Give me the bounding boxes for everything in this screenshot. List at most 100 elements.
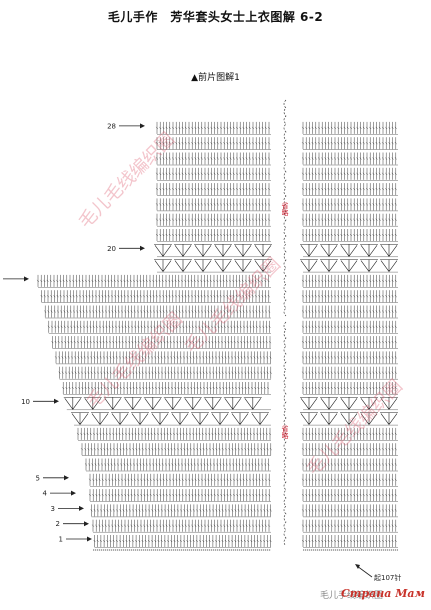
dc-crossbar (385, 356, 388, 359)
dc-crossbar (388, 539, 391, 543)
dc-crossbar (102, 432, 105, 436)
dc-crossbar (190, 386, 193, 390)
dc-crossbar (365, 386, 369, 390)
dc-crossbar (340, 539, 343, 543)
dc-crossbar (264, 142, 267, 145)
dc-crossbar (112, 448, 116, 451)
dc-crossbar (132, 509, 135, 512)
dc-crossbar (391, 463, 394, 466)
dc-crossbar (162, 157, 165, 160)
dc-crossbar (203, 142, 207, 145)
dc-crossbar (253, 448, 256, 451)
dc-crossbar (232, 157, 235, 160)
dc-crossbar (365, 233, 369, 237)
dc-crossbar (171, 126, 175, 130)
dc-crossbar (346, 172, 349, 175)
dc-crossbar (207, 478, 210, 481)
dc-crossbar (359, 448, 362, 451)
fan-stitch (360, 412, 378, 425)
dc-crossbar (258, 233, 261, 237)
dc-crossbar (362, 295, 365, 298)
dc-crossbar (175, 157, 178, 160)
dc-crossbar (219, 279, 222, 283)
dc-crossbar (204, 432, 208, 436)
dc-crossbar (314, 356, 317, 359)
dc-crossbar (308, 539, 311, 543)
dc-crossbar (187, 203, 191, 206)
dc-crossbar (337, 509, 340, 512)
dc-crossbar (99, 340, 102, 344)
dc-crossbar (184, 142, 187, 145)
dc-crossbar (314, 203, 317, 206)
dc-crossbar (56, 279, 59, 283)
dc-crossbar (261, 142, 264, 145)
dc-crossbar (186, 371, 189, 374)
dc-crossbar (305, 295, 308, 298)
dc-crossbar (327, 142, 330, 145)
dc-crossbar (359, 310, 362, 313)
dc-crossbar (124, 325, 127, 328)
dc-crossbar (264, 478, 268, 481)
dc-crossbar (231, 448, 234, 451)
dc-crossbar (218, 356, 221, 359)
dc-crossbar (240, 340, 243, 344)
dc-crossbar (196, 448, 199, 451)
dc-crossbar (356, 126, 359, 130)
dc-crossbar (168, 187, 171, 191)
fan-stitch (184, 397, 202, 410)
dc-crossbar (365, 539, 369, 543)
dc-crossbar (305, 325, 308, 328)
row-marker-arrowhead (64, 475, 69, 481)
dc-crossbar (100, 279, 104, 283)
dc-crossbar (196, 463, 200, 466)
dc-crossbar (215, 371, 218, 374)
dc-crossbar (267, 126, 271, 130)
dc-crossbar (249, 340, 252, 344)
dc-crossbar (175, 310, 178, 313)
dc-crossbar (362, 172, 365, 175)
fan-stitch (340, 397, 358, 410)
dc-crossbar (340, 295, 343, 298)
dc-crossbar (324, 310, 327, 313)
dc-crossbar (391, 295, 394, 298)
dc-crossbar (261, 493, 264, 497)
dc-crossbar (67, 356, 70, 359)
dc-crossbar (311, 310, 314, 313)
dc-crossbar (394, 172, 397, 175)
dc-crossbar (98, 478, 101, 481)
dc-crossbar (394, 203, 397, 206)
dc-crossbar (267, 142, 271, 145)
dc-crossbar (349, 340, 353, 344)
dc-crossbar (88, 279, 91, 283)
dc-crossbar (168, 463, 171, 466)
dc-crossbar (114, 493, 117, 497)
dc-crossbar (40, 295, 43, 298)
dc-crossbar (356, 325, 359, 328)
dc-crossbar (232, 142, 235, 145)
dc-crossbar (141, 539, 144, 543)
dc-crossbar (369, 233, 372, 237)
dc-crossbar (369, 509, 372, 512)
dc-crossbar (388, 295, 391, 298)
dc-crossbar (359, 142, 362, 145)
dc-crossbar (75, 279, 78, 283)
dc-crossbar (111, 524, 114, 527)
dc-crossbar (301, 539, 305, 543)
dc-crossbar (56, 295, 59, 298)
dc-crossbar (337, 371, 340, 374)
dc-crossbar (214, 432, 217, 436)
dc-crossbar (381, 187, 385, 191)
dc-crossbar (184, 463, 187, 466)
dc-crossbar (247, 509, 250, 512)
dc-crossbar (317, 340, 321, 344)
dc-crossbar (349, 524, 353, 527)
dc-crossbar (391, 187, 394, 191)
dc-crossbar (180, 279, 184, 283)
dc-crossbar (235, 279, 238, 283)
dc-crossbar (159, 157, 162, 160)
dc-crossbar (375, 448, 378, 451)
dc-crossbar (207, 493, 210, 497)
dc-crossbar (245, 524, 248, 527)
dc-crossbar (149, 478, 152, 481)
dc-crossbar (187, 172, 191, 175)
